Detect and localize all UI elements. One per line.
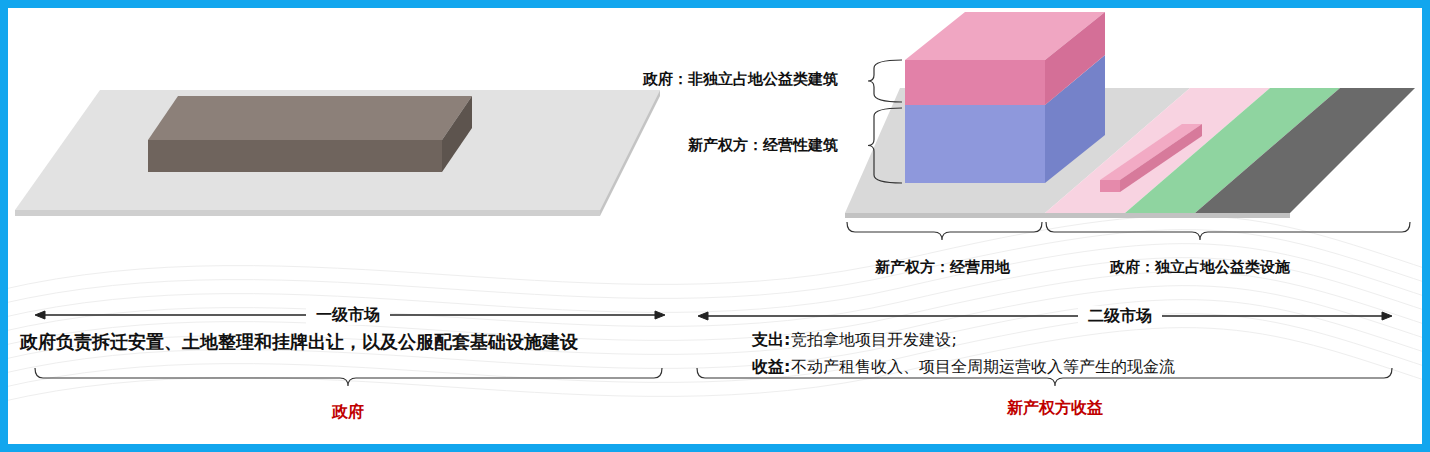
bracket: [847, 222, 1042, 240]
land-label: 新产权方：经营用地: [875, 258, 1010, 276]
building-top: [148, 96, 472, 140]
public-building-front: [905, 60, 1045, 105]
market-title: 一级市场: [306, 305, 390, 324]
bracket: [1046, 222, 1410, 240]
land-plane-edge: [600, 90, 660, 216]
bracket: [868, 60, 902, 102]
building-front: [148, 140, 442, 172]
background-wave: [0, 286, 1430, 360]
party-label: 新产权方收益: [1007, 398, 1103, 417]
background-wave: [0, 216, 1430, 290]
building-label: 新产权方：经营性建筑: [688, 136, 838, 154]
facility-side: [1120, 124, 1202, 192]
party-label: 政府: [332, 402, 364, 421]
commercial-building-front: [905, 105, 1045, 183]
bracket: [868, 108, 902, 183]
range-arrow-line: [702, 315, 1388, 316]
market-title: 二级市场: [1078, 306, 1162, 325]
road-strip: [1195, 88, 1415, 213]
arrowhead: [698, 312, 708, 320]
land-label: 政府：独立占地公益类设施: [1110, 258, 1290, 276]
arrowhead: [35, 311, 45, 319]
term-heading: 支出:: [752, 330, 790, 349]
frame-border: [4, 4, 1426, 448]
facility-top: [1100, 124, 1202, 180]
arrowhead: [655, 311, 665, 319]
background-wave: [0, 244, 1430, 318]
market-description: 不动产租售收入、项目全周期运营收入等产生的现金流: [791, 357, 1175, 376]
background-wave: [0, 258, 1430, 332]
background-wave: [0, 300, 1430, 374]
bracket: [35, 368, 662, 386]
facility-front: [1100, 180, 1120, 192]
land-plane-edge: [845, 213, 1290, 218]
market-description: 政府负责拆迁安置、土地整理和挂牌出让，以及公服配套基础设施建设: [20, 331, 578, 353]
background-wave: [0, 314, 1430, 388]
building-side: [442, 96, 472, 172]
term-heading: 收益:: [752, 357, 790, 376]
land-plane: [15, 90, 660, 210]
public-building-side: [1045, 12, 1105, 105]
background-wave: [0, 230, 1430, 304]
market-description: 竞拍拿地项目开发建设;: [791, 330, 956, 349]
building-label: 政府：非独立占地公益类建筑: [643, 70, 838, 88]
background-wave: [0, 328, 1430, 402]
arrowhead: [1382, 312, 1392, 320]
land-plane-edge: [15, 210, 600, 216]
